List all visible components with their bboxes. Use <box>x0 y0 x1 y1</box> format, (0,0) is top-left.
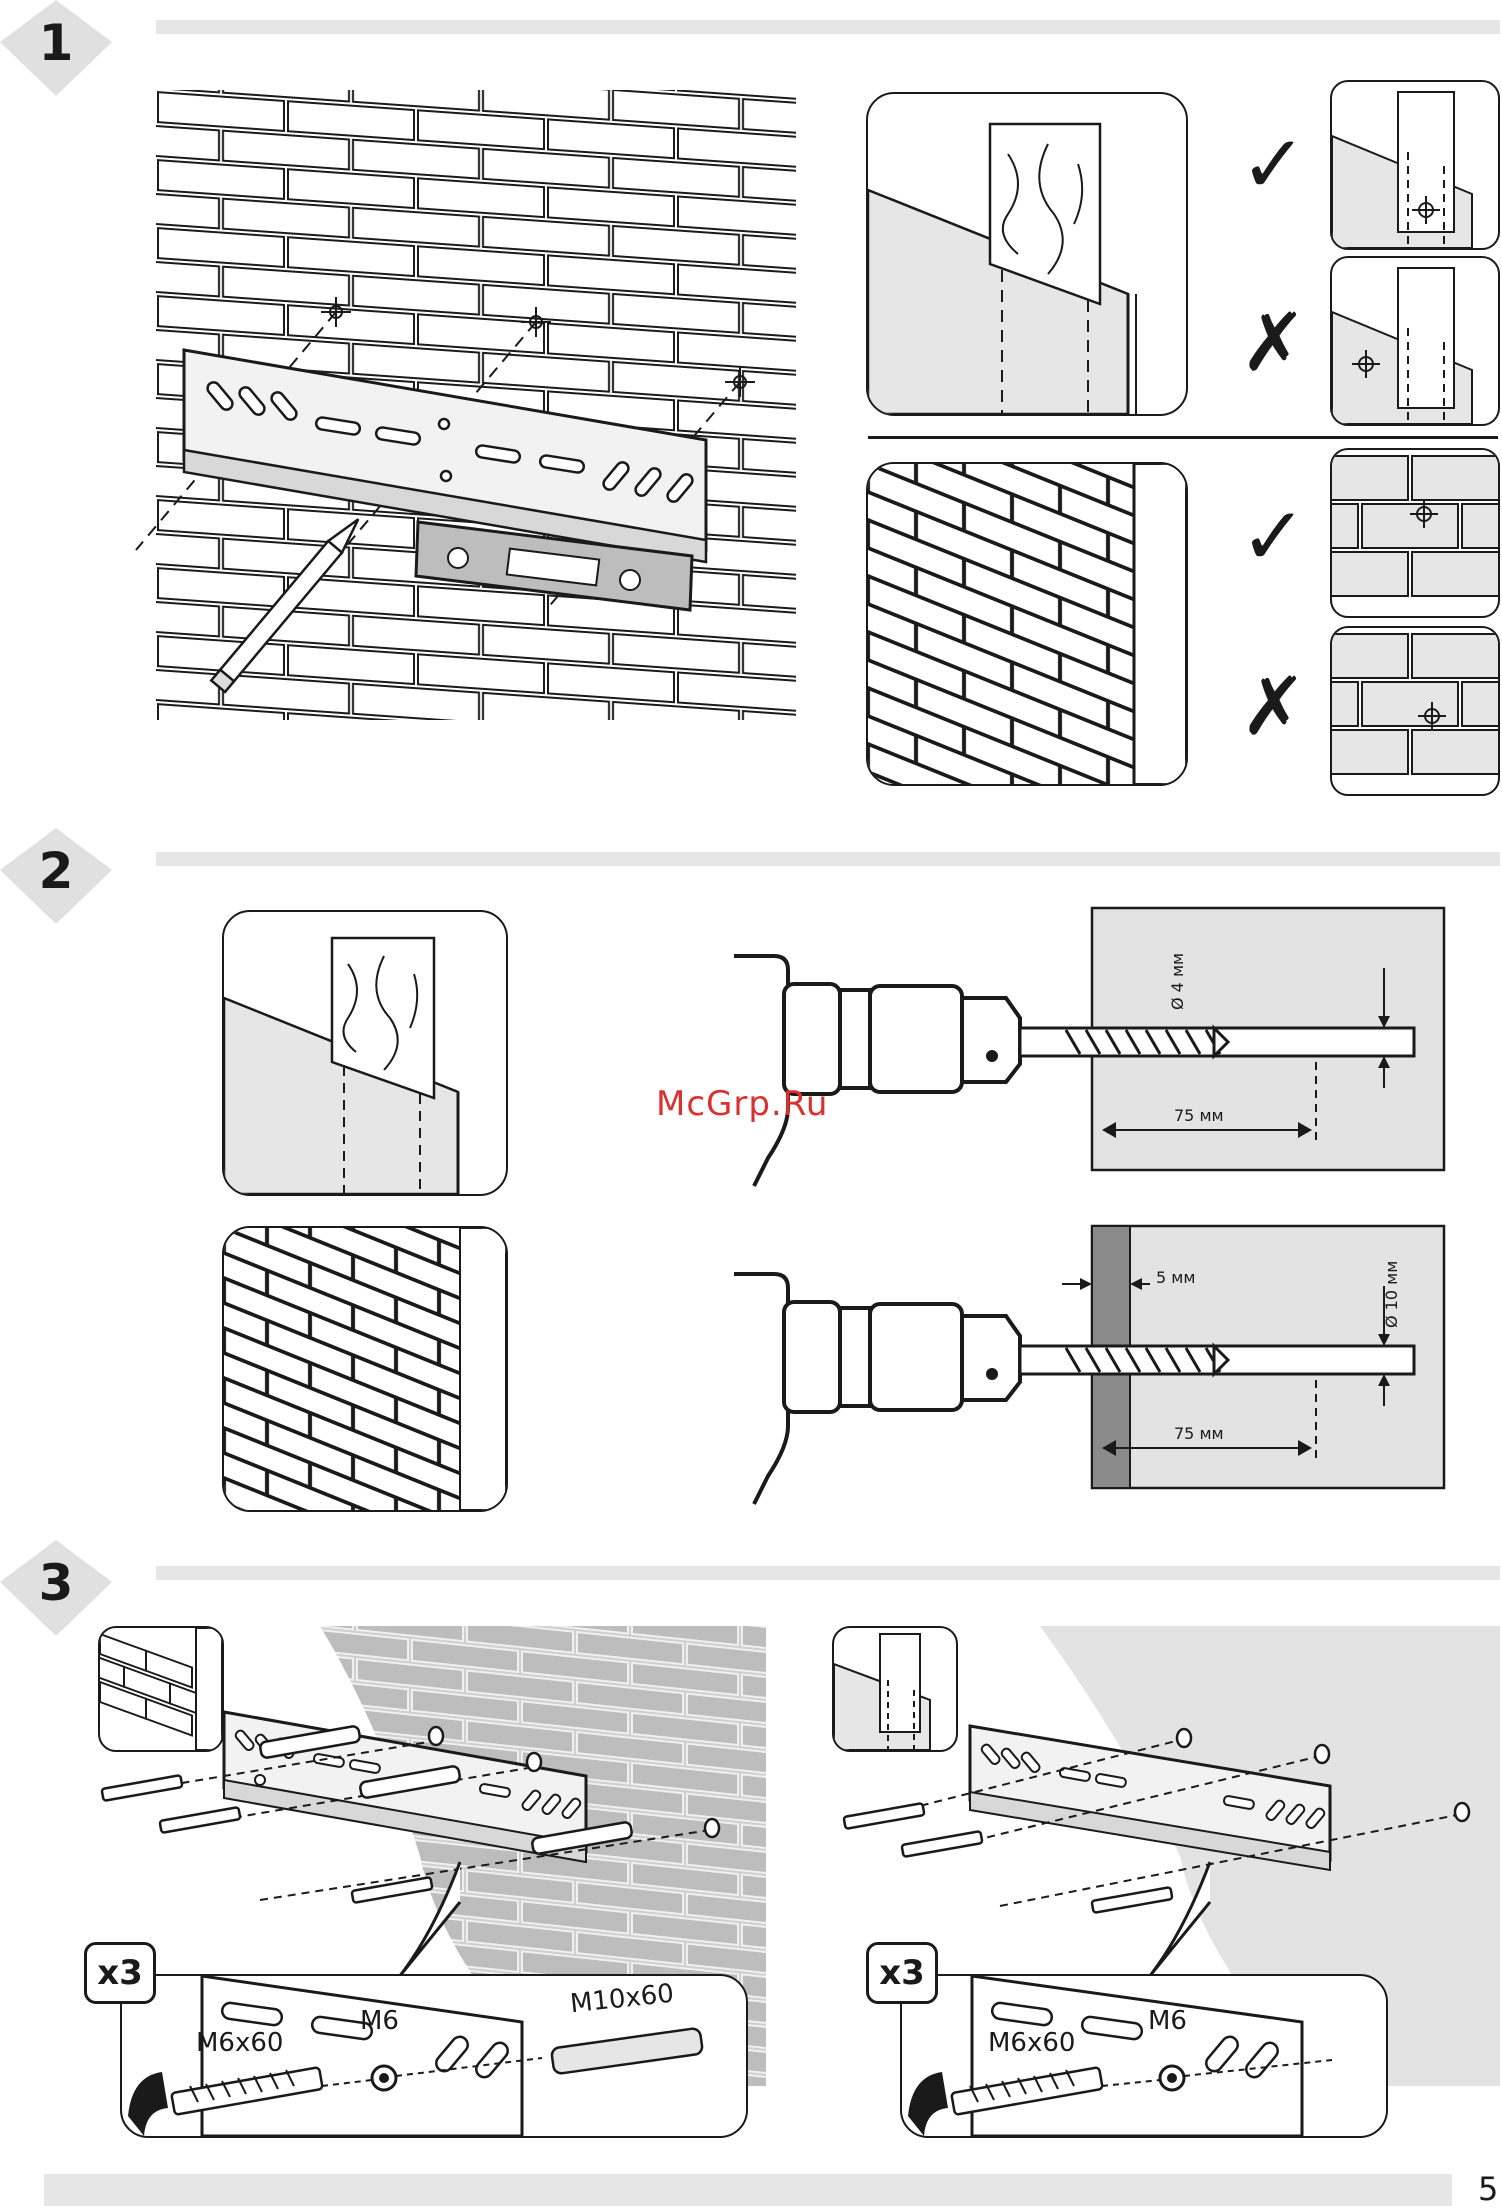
step-3-number: 3 <box>0 1554 112 1612</box>
step-3-marker: 3 <box>0 1540 112 1640</box>
step-1-marker: 1 <box>0 0 112 100</box>
step-1-number: 1 <box>0 14 112 72</box>
step1-brick-wall-illustration <box>156 90 802 730</box>
step1-divider <box>868 436 1498 439</box>
drill-top-diameter-label: Ø 4 мм <box>1168 953 1187 1010</box>
stud-correct-mark-panel <box>1330 80 1500 250</box>
step3-right-detail-panel: M6x60 M6 <box>900 1974 1388 2138</box>
step1-brick-corner-panel <box>866 462 1188 786</box>
drill-bottom-depth-label: 75 мм <box>1174 1424 1224 1443</box>
step3-right-callout-curve <box>1140 1862 1220 1992</box>
brick-corner-illustration <box>868 464 1186 784</box>
page-number: 5 <box>1478 2170 1498 2208</box>
washer-size-label: M6 <box>1148 2006 1187 2036</box>
drill-top-illustration <box>730 908 1446 1172</box>
brick-corner-illustration <box>224 1228 506 1510</box>
wood-stud-illustration <box>868 94 1186 414</box>
step-1-bar <box>156 20 1500 34</box>
step2-wood-stud-panel <box>222 910 508 1196</box>
bracket-detail-illustration <box>902 1976 1386 2136</box>
drill-top-depth-label: 75 мм <box>1174 1106 1224 1125</box>
brick-correct-illustration <box>1332 450 1498 616</box>
step-2-bar <box>156 852 1500 866</box>
brick-correct-mark-panel <box>1330 448 1500 618</box>
right-quantity-badge: x3 <box>866 1942 938 2004</box>
washer-size-label: M6 <box>360 2006 399 2036</box>
watermark: McGrp.Ru <box>656 1084 828 1124</box>
drill-bottom-offset-label: 5 мм <box>1156 1268 1195 1287</box>
wood-stud-illustration <box>224 912 506 1194</box>
left-quantity-badge: x3 <box>84 1942 156 2004</box>
step-2-number: 2 <box>0 842 112 900</box>
brick-wrong-mark-panel <box>1330 626 1500 796</box>
drill-bottom-illustration <box>730 1226 1446 1490</box>
stud-correct-illustration <box>1332 82 1498 248</box>
footer-bar <box>44 2174 1452 2206</box>
drill-bottom-diameter-label: Ø 10 мм <box>1382 1261 1401 1328</box>
cross-mark-icon: ✗ <box>1240 296 1307 389</box>
cross-mark-icon: ✗ <box>1240 660 1307 753</box>
step1-wood-stud-panel <box>866 92 1188 416</box>
step3-left-detail-panel: M6x60 M6 M10x60 <box>120 1974 748 2138</box>
step-2-marker: 2 <box>0 828 112 928</box>
step2-brick-corner-panel <box>222 1226 508 1512</box>
stud-wrong-illustration <box>1332 258 1498 424</box>
screw-size-label: M6x60 <box>988 2028 1075 2058</box>
brick-wrong-illustration <box>1332 628 1498 794</box>
stud-wrong-mark-panel <box>1330 256 1500 426</box>
check-mark-icon: ✓ <box>1240 490 1307 583</box>
step-3-bar <box>156 1566 1500 1580</box>
check-mark-icon: ✓ <box>1240 118 1307 211</box>
step3-left-callout-curve <box>390 1862 470 1992</box>
screw-size-label: M6x60 <box>196 2028 283 2058</box>
